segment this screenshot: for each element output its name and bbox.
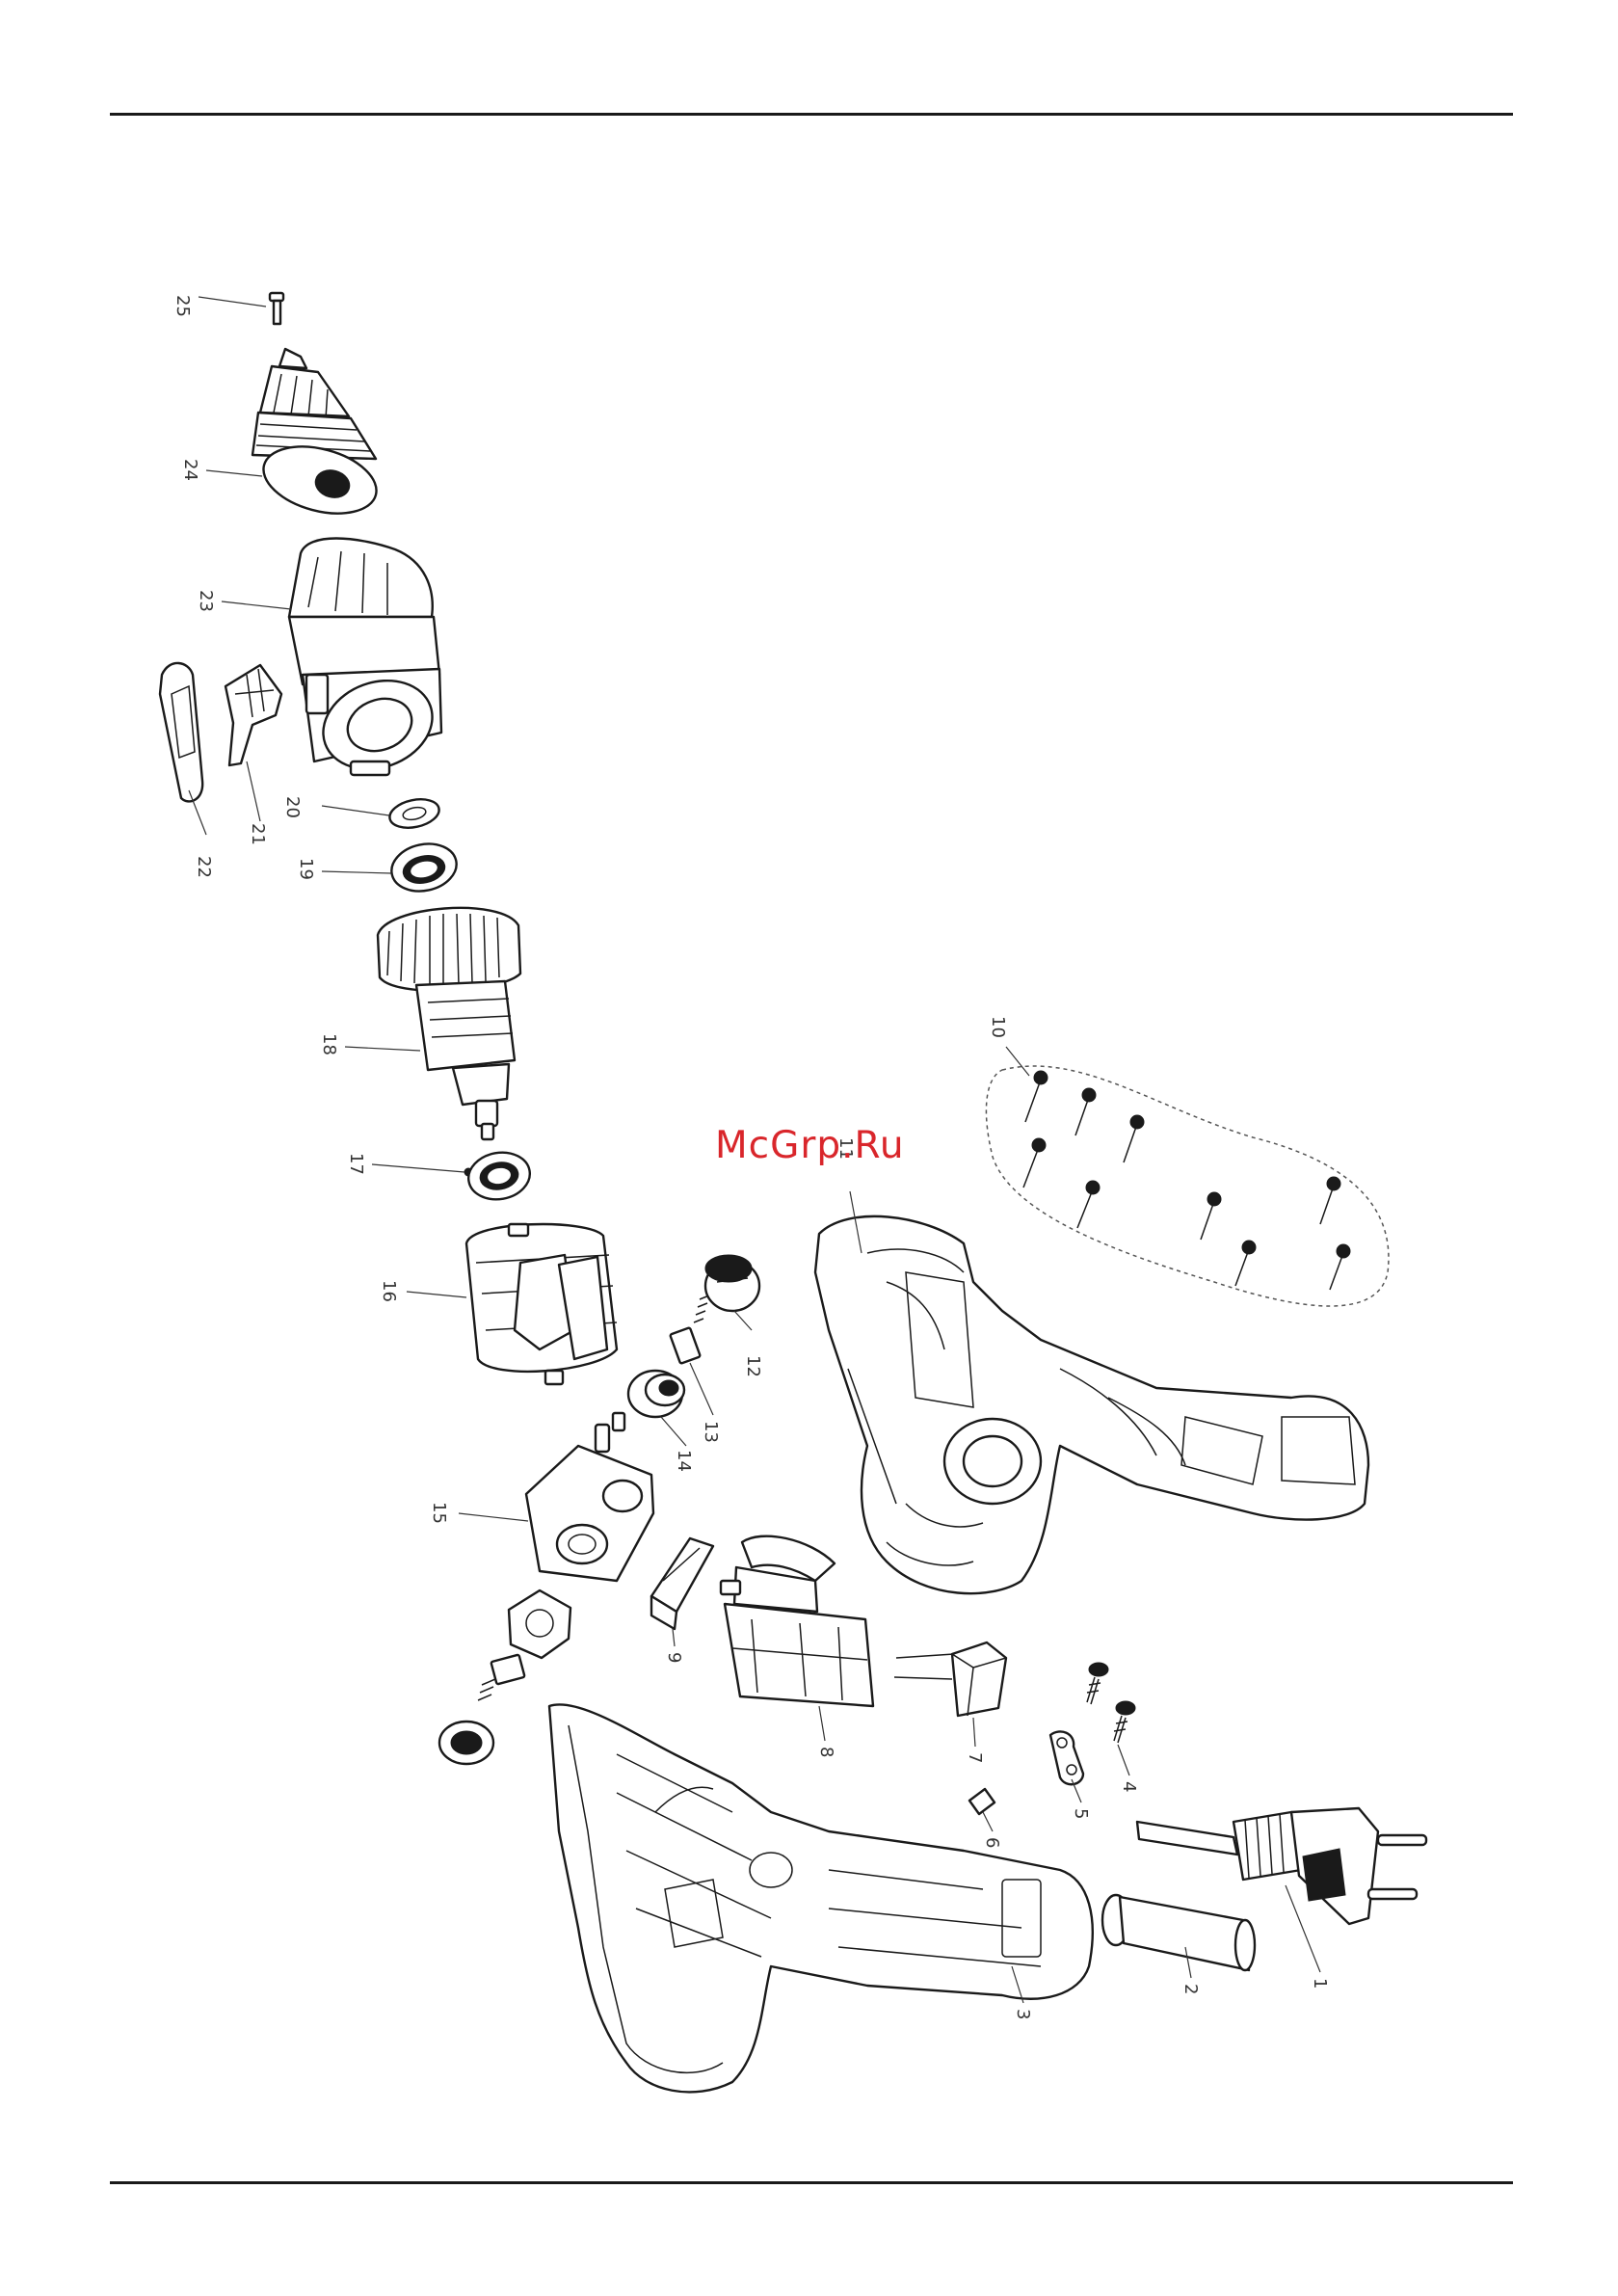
part-10-screw-set [986,1066,1389,1306]
callout-15: 15 [429,1502,449,1524]
callout-21: 21 [248,823,268,845]
part-18-armature [378,908,520,1139]
callout-16: 16 [379,1280,399,1302]
part-20-washer [387,795,442,832]
part-23-gear-housing [289,539,445,785]
callout-19: 19 [296,858,316,880]
part-3-housing-left [549,1704,1093,2092]
part-6-clip [969,1789,995,1814]
callout-22: 22 [194,856,214,878]
part-9-capacitor [651,1538,713,1629]
part-13-carbon-brush [670,1295,709,1364]
callout-8: 8 [816,1747,836,1757]
part-5-cord-clamp [1050,1731,1083,1784]
callout-2: 2 [1180,1984,1201,1994]
part-7-suppressor [894,1642,1006,1716]
part-19-bearing [387,838,461,896]
callout-1: 1 [1310,1978,1330,1989]
callout-3: 3 [1013,2009,1033,2019]
part-25-chuck-screw [270,293,283,324]
callout-18: 18 [319,1033,339,1055]
watermark: McGrp.Ru [715,1124,905,1167]
callout-25: 25 [172,295,193,317]
part-22-switch-cover [160,663,202,801]
part-15-brush-holder [526,1413,653,1581]
callout-7: 7 [965,1752,985,1763]
callout-12: 12 [743,1355,763,1377]
callout-24: 24 [180,459,200,481]
callout-5: 5 [1071,1808,1091,1819]
part-4-screws [1087,1663,1135,1743]
callout-10: 10 [988,1016,1008,1038]
part-11-housing-right [815,1216,1368,1593]
callout-6: 6 [982,1837,1002,1848]
part-17-bearing [464,1148,534,1204]
callout-9: 9 [664,1652,684,1663]
callout-4: 4 [1119,1781,1139,1792]
part-12-brush-cap [705,1255,759,1311]
callout-13: 13 [701,1421,721,1443]
callout-14: 14 [674,1450,694,1472]
callout-20: 20 [282,796,303,818]
callout-17: 17 [346,1153,366,1175]
part-8-trigger-switch [721,1536,873,1706]
part-16-stator [466,1224,617,1384]
part-2-cord-protector [1102,1895,1255,1970]
callout-23: 23 [196,590,216,612]
part-14-brush-sleeve [628,1371,684,1417]
part-21-reverse-lever [225,665,281,765]
part-24-keyless-chuck [252,349,384,524]
part-1-power-cord [1137,1808,1426,1924]
